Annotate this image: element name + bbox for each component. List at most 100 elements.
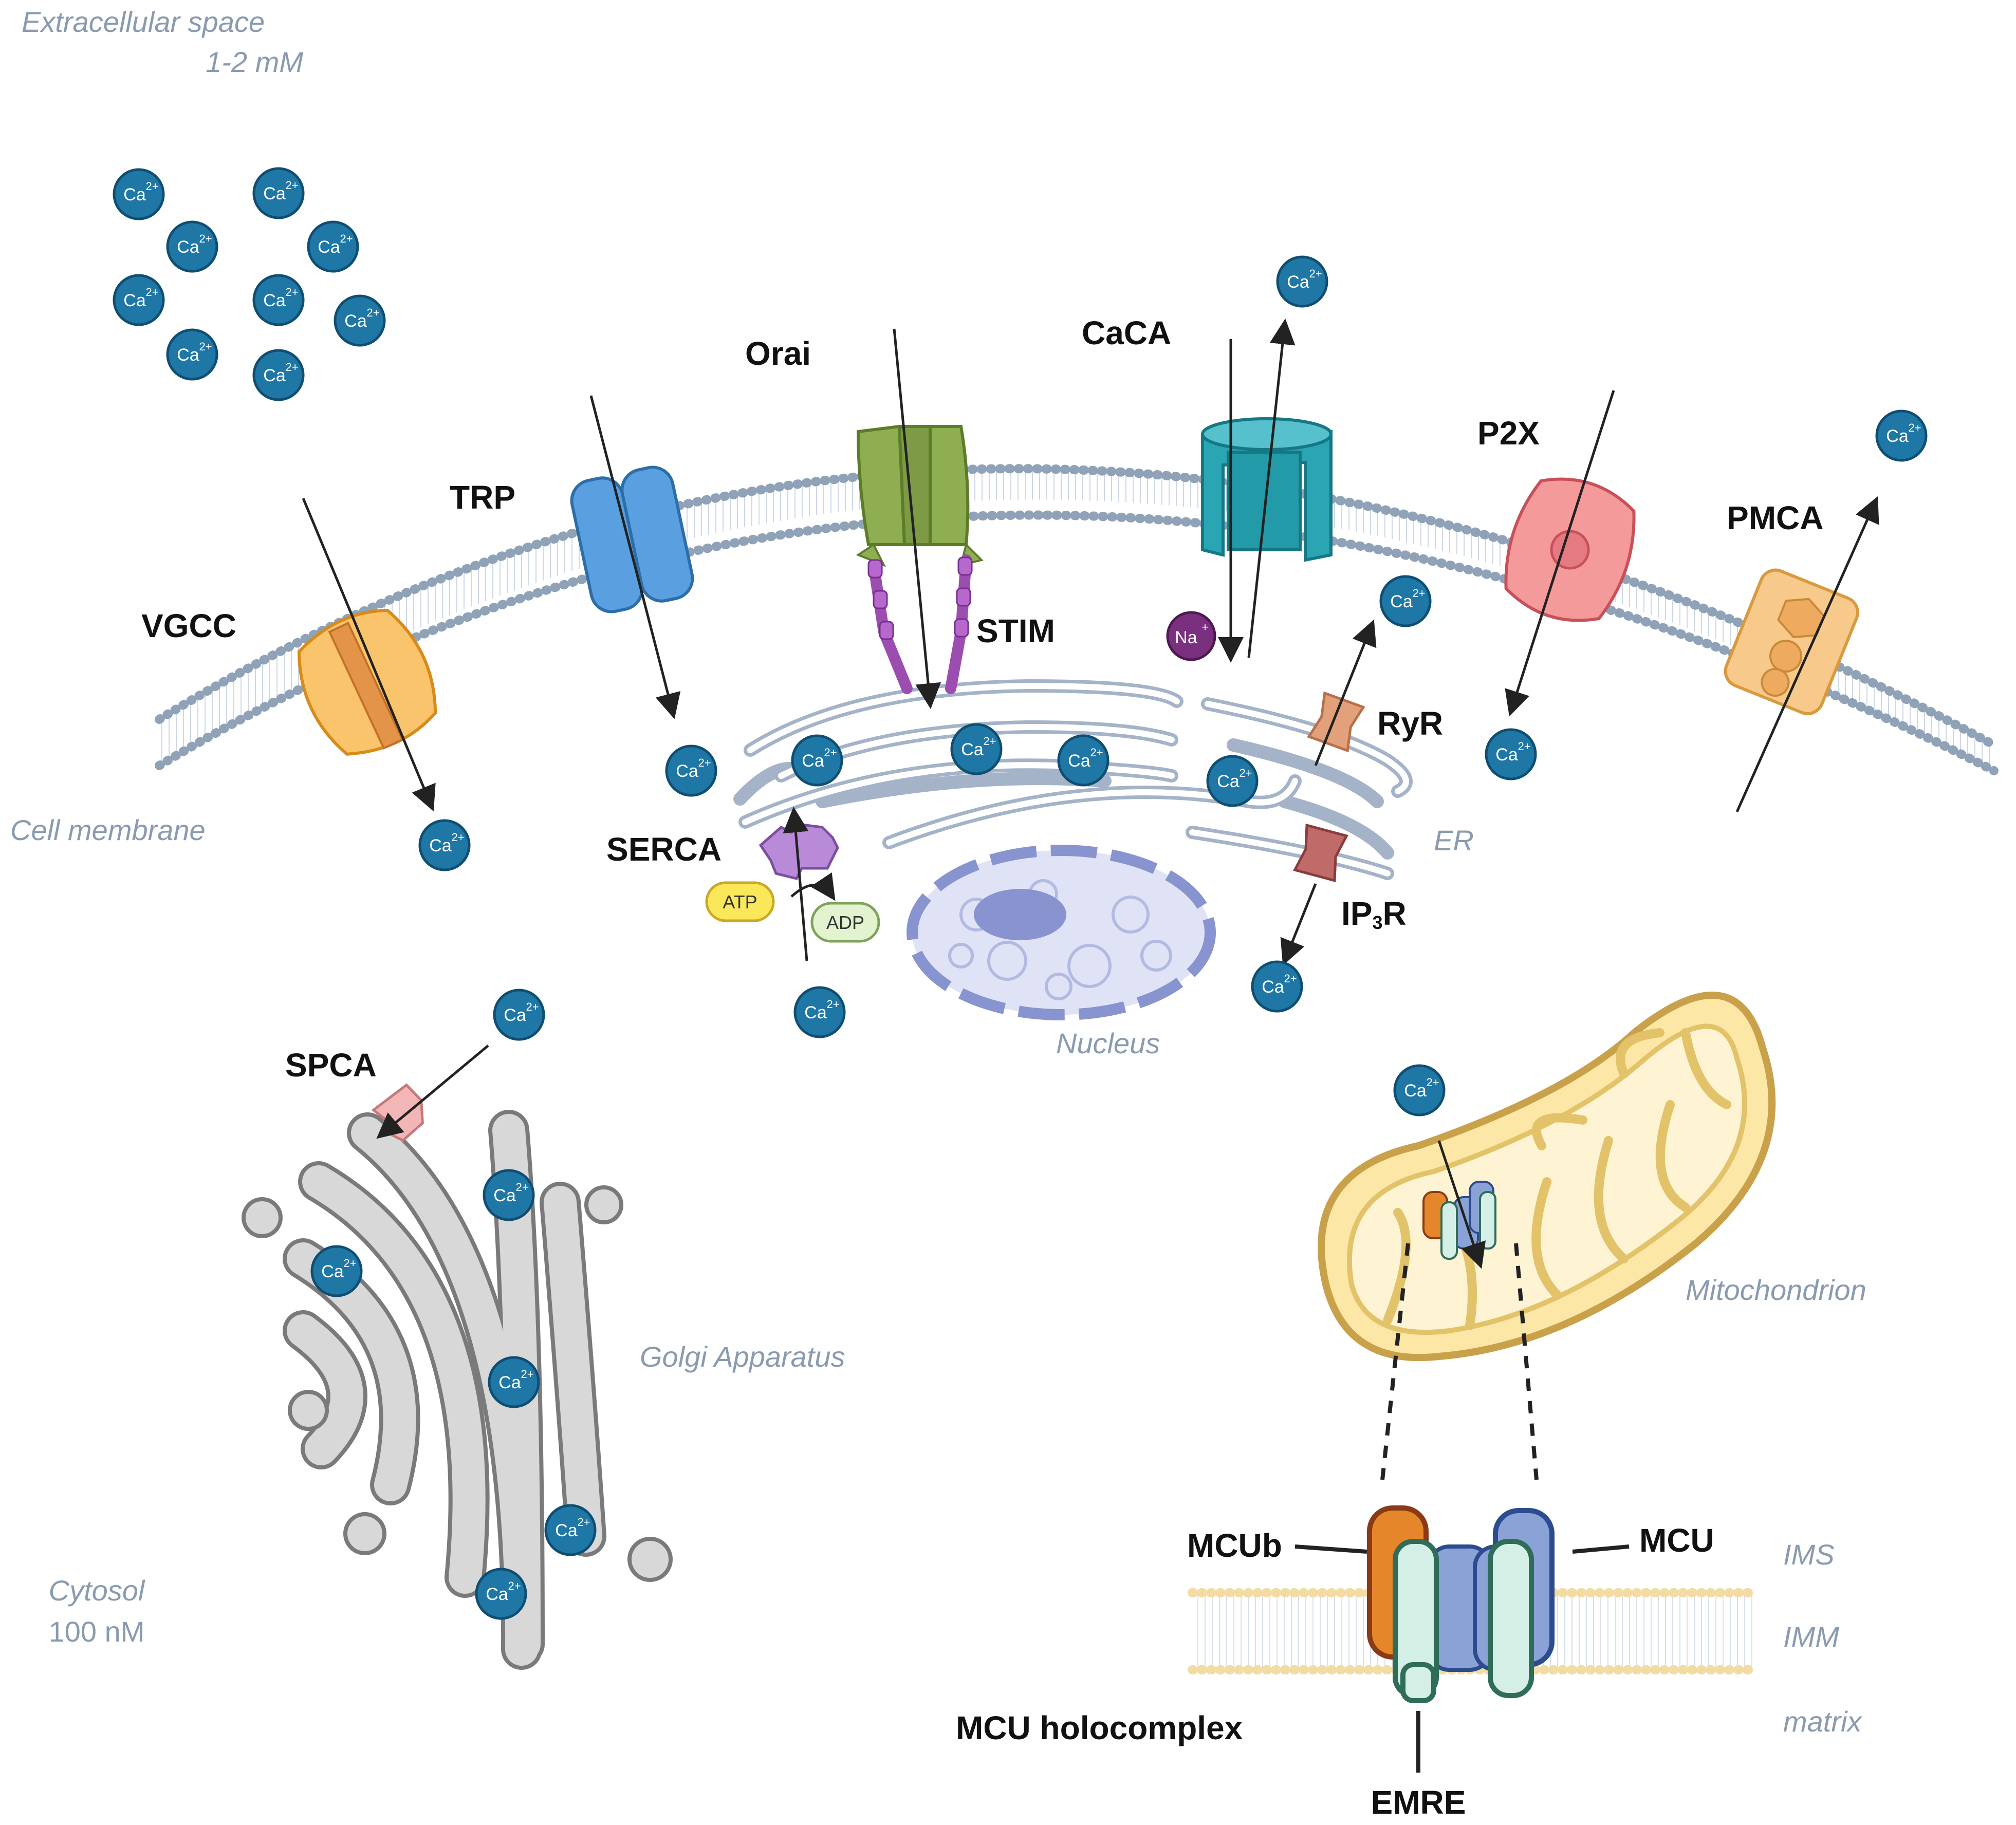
- imm-label: IMM: [1783, 1621, 1839, 1653]
- golgi-label: Golgi Apparatus: [640, 1340, 845, 1373]
- spca-label: SPCA: [285, 1047, 377, 1084]
- svg-text:Ca: Ca: [1390, 592, 1413, 611]
- svg-text:Ca: Ca: [177, 237, 199, 257]
- ryr-channel: [1307, 691, 1365, 753]
- svg-text:2+: 2+: [1284, 972, 1297, 985]
- orai-channel: [856, 424, 984, 567]
- svg-text:2+: 2+: [285, 361, 298, 374]
- cytosol-label: Cytosol: [49, 1574, 145, 1607]
- svg-text:Ca: Ca: [504, 1005, 526, 1025]
- p2x-label: P2X: [1477, 415, 1540, 452]
- serca-label: SERCA: [606, 831, 722, 868]
- orai-label: Orai: [745, 335, 811, 372]
- svg-text:Ca: Ca: [344, 311, 367, 331]
- nucleus: [907, 845, 1216, 1020]
- p2x-channel: [1504, 477, 1636, 622]
- svg-text:Ca: Ca: [429, 836, 452, 855]
- svg-text:Ca: Ca: [486, 1585, 508, 1604]
- golgi-apparatus: [242, 1110, 673, 1670]
- ims-label: IMS: [1783, 1538, 1835, 1571]
- mito-mcu-icon: [1422, 1181, 1496, 1260]
- svg-text:Ca: Ca: [123, 291, 146, 310]
- svg-text:Ca: Ca: [177, 345, 199, 365]
- svg-text:2+: 2+: [515, 1181, 528, 1194]
- svg-text:2+: 2+: [199, 340, 212, 353]
- svg-text:2+: 2+: [1426, 1076, 1439, 1089]
- svg-text:Ca: Ca: [1404, 1081, 1427, 1101]
- svg-text:2+: 2+: [366, 306, 379, 319]
- cell-membrane-label: Cell membrane: [10, 814, 206, 846]
- mcub-label: MCUb: [1187, 1527, 1282, 1564]
- svg-text:2+: 2+: [508, 1579, 521, 1592]
- svg-text:Na: Na: [1175, 628, 1197, 647]
- svg-text:Ca: Ca: [1886, 426, 1909, 446]
- mcu-holocomplex-label: MCU holocomplex: [956, 1709, 1243, 1746]
- svg-text:Ca: Ca: [961, 740, 984, 759]
- svg-text:2+: 2+: [1239, 767, 1252, 779]
- svg-text:Ca: Ca: [263, 291, 286, 310]
- stim-beads: [867, 556, 973, 640]
- svg-text:2+: 2+: [285, 179, 298, 192]
- svg-text:2+: 2+: [983, 735, 996, 748]
- svg-text:2+: 2+: [199, 232, 212, 245]
- svg-text:2+: 2+: [1518, 740, 1530, 753]
- adp-label: ADP: [826, 912, 864, 933]
- ip3r-channel: [1293, 823, 1348, 883]
- svg-text:2+: 2+: [577, 1516, 590, 1529]
- cytosol-concentration: 100 nM: [49, 1615, 145, 1648]
- ip3r-label: IP3R: [1341, 895, 1407, 933]
- atp-badge: ATP: [705, 881, 775, 922]
- nucleus-label: Nucleus: [1056, 1027, 1160, 1059]
- svg-text:2+: 2+: [1908, 421, 1921, 434]
- mitochondrion-label: Mitochondrion: [1686, 1274, 1866, 1306]
- transport-arrows: [302, 319, 1879, 1269]
- svg-text:2+: 2+: [824, 746, 837, 759]
- vgcc-channel: [297, 609, 437, 756]
- pmca-label: PMCA: [1727, 499, 1823, 536]
- pmca-pump: [1724, 568, 1859, 715]
- zoom-line-right: [1514, 1243, 1539, 1480]
- ryr-label: RyR: [1377, 705, 1443, 742]
- svg-text:2+: 2+: [343, 1257, 356, 1270]
- matrix-label: matrix: [1783, 1705, 1862, 1738]
- er-label: ER: [1434, 824, 1474, 856]
- zoom-line-left: [1380, 1243, 1410, 1480]
- svg-text:Ca: Ca: [321, 1262, 344, 1281]
- svg-text:Ca: Ca: [263, 184, 286, 203]
- trp-channel: [570, 465, 694, 613]
- svg-text:2+: 2+: [1309, 267, 1322, 280]
- svg-text:Ca: Ca: [1217, 772, 1240, 791]
- adp-badge: ADP: [810, 902, 880, 943]
- svg-text:Ca: Ca: [1262, 977, 1284, 997]
- atp-label: ATP: [723, 891, 757, 912]
- svg-text:2+: 2+: [145, 286, 158, 299]
- vgcc-label: VGCC: [141, 607, 236, 644]
- svg-text:2+: 2+: [521, 1368, 533, 1381]
- stim-label: STIM: [976, 612, 1055, 649]
- svg-text:2+: 2+: [340, 232, 353, 245]
- svg-text:Ca: Ca: [263, 366, 286, 385]
- na-charge: +: [1202, 621, 1209, 634]
